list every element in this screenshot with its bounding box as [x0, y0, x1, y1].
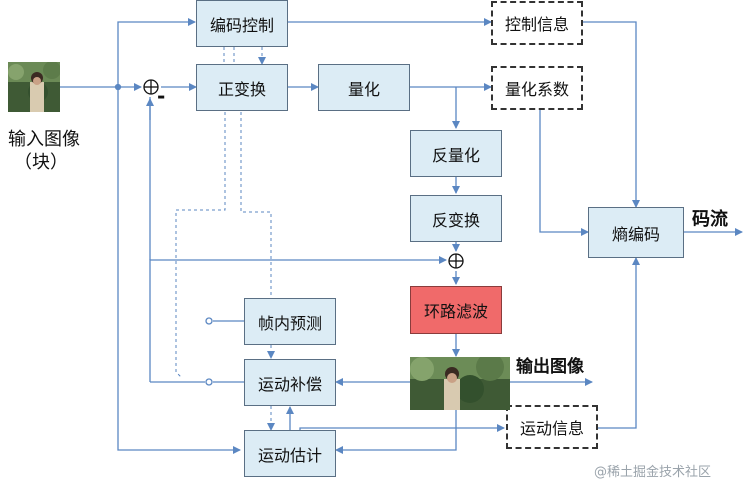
input-image-block-label: （块）: [14, 152, 68, 173]
inverse-quantize-box: 反量化: [410, 130, 502, 177]
motion-compensation-box: 运动补偿: [244, 359, 336, 406]
encoder-control-box: 编码控制: [196, 0, 288, 47]
output-image-photo: [410, 357, 510, 410]
motion-estimation-box: 运动估计: [244, 430, 336, 477]
quantize-box: 量化: [318, 64, 410, 111]
output-image-label: 输出图像: [516, 357, 584, 377]
input-image-label: 输入图像: [8, 129, 80, 150]
input-image-thumbnail: [8, 62, 60, 112]
quant-coeff-box: 量化系数: [491, 66, 583, 110]
input-image-photo: [8, 62, 60, 112]
inverse-transform-box: 反变换: [410, 195, 502, 242]
bitstream-label: 码流: [692, 209, 728, 230]
entropy-coding-box: 熵编码: [588, 207, 684, 258]
control-info-box: 控制信息: [491, 1, 583, 45]
intra-prediction-box: 帧内预测: [244, 298, 336, 345]
motion-info-box: 运动信息: [506, 405, 598, 449]
minus-sign: -: [157, 84, 166, 108]
loop-filter-box: 环路滤波: [410, 286, 502, 334]
output-image-thumbnail: [410, 357, 510, 410]
watermark: @稀土掘金技术社区: [594, 465, 712, 480]
forward-transform-box: 正变换: [196, 64, 288, 111]
